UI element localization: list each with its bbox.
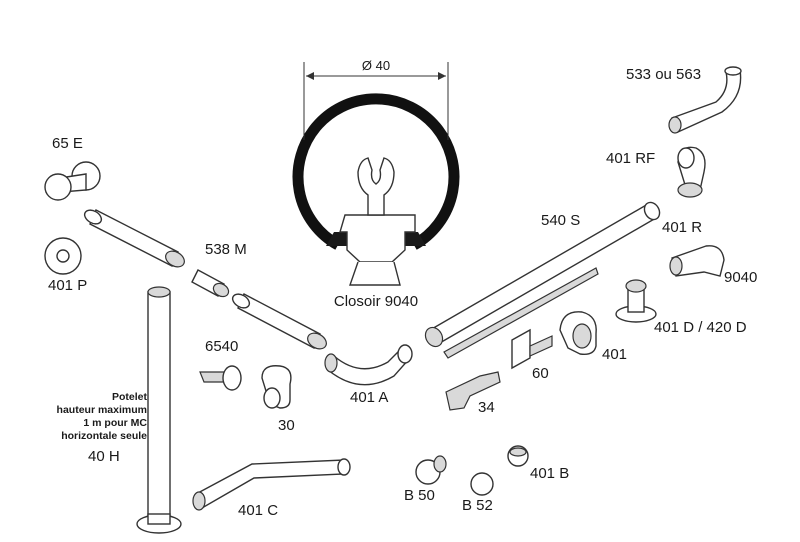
post-note-line4: horizontale seule (61, 430, 147, 442)
part-34-clip (445, 371, 501, 411)
part-533-bend (668, 66, 742, 134)
post-note-line1: Potelet (112, 391, 148, 403)
part-tube-left (83, 209, 185, 268)
label-60: 60 (532, 365, 549, 382)
label-40h: 40 H (88, 448, 120, 465)
handrail-profile (292, 93, 460, 250)
part-b52-cap (470, 472, 494, 496)
part-b50-cap (415, 455, 447, 485)
label-65e: 65 E (52, 135, 83, 152)
label-34: 34 (478, 399, 495, 416)
post-note-line3: 1 m pour MC (83, 417, 147, 429)
label-540s: 540 S (541, 212, 580, 229)
diameter-label: Ø 40 (362, 58, 390, 73)
post-note-line2: hauteur maximum (57, 404, 147, 416)
label-401a: 401 A (350, 389, 388, 406)
label-538m: 538 M (205, 241, 247, 258)
part-6540-bracket (199, 365, 242, 391)
label-401c: 401 C (238, 502, 278, 519)
label-401b: 401 B (530, 465, 569, 482)
label-401rf: 401 RF (606, 150, 655, 167)
label-401d: 401 D / 420 D (654, 319, 747, 336)
closoir-insert (339, 157, 416, 286)
label-401p: 401 P (48, 277, 87, 294)
part-401p-plate (44, 237, 82, 275)
closoir-label: Closoir 9040 (334, 293, 418, 310)
part-9040-elbow (669, 245, 725, 277)
part-538m-sleeve (191, 269, 230, 298)
part-540s-tube (424, 201, 661, 348)
part-401c-bend (192, 458, 351, 511)
part-401rf-elbow (677, 146, 706, 198)
diameter-dimension: Ø 40 (303, 58, 449, 140)
label-b50: B 50 (404, 487, 435, 504)
label-b52: B 52 (462, 497, 493, 514)
part-401b-cap (507, 445, 529, 467)
part-tube-middle (231, 293, 327, 350)
label-30: 30 (278, 417, 295, 434)
part-30-bracket (261, 365, 292, 409)
label-401: 401 (602, 346, 627, 363)
part-60-bracket (511, 328, 553, 370)
part-401a-elbow (324, 344, 413, 386)
part-closoir-strip (443, 267, 599, 359)
label-6540: 6540 (205, 338, 238, 355)
part-65e-bracket (44, 161, 101, 201)
part-40h-post (136, 286, 182, 534)
label-533: 533 ou 563 (626, 66, 701, 83)
part-401-bracket (559, 311, 597, 356)
part-401d-bracket (615, 279, 657, 323)
label-9040: 9040 (724, 269, 757, 286)
label-401r: 401 R (662, 219, 702, 236)
